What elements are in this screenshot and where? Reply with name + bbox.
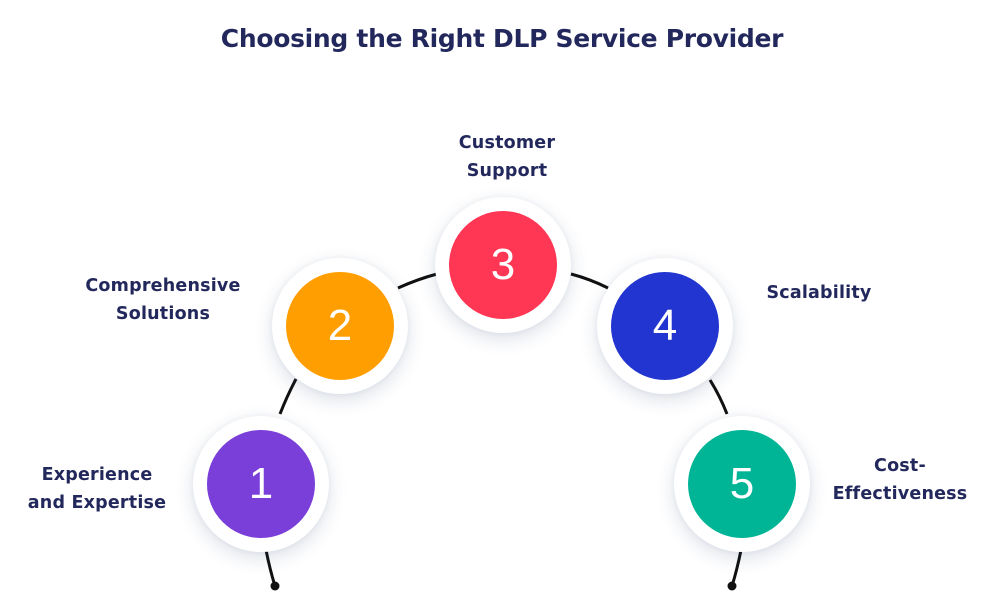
step-2-label: Comprehensive Solutions: [85, 276, 241, 324]
connector-4-5: [708, 379, 729, 415]
step-4-label: Scalability: [766, 283, 872, 303]
step-1-label: Experience and Expertise: [27, 465, 167, 513]
step-5-label: Cost- Effectiveness: [832, 456, 968, 504]
step-3-label: Customer Support: [458, 133, 556, 181]
step-4-circle: 4: [611, 272, 719, 380]
step-1-circle: 1: [207, 430, 315, 538]
step-1-number: 1: [248, 459, 274, 508]
step-3-node: 3: [435, 197, 571, 333]
step-2-circle: 2: [286, 272, 394, 380]
end-dot: [727, 581, 737, 591]
step-1-node: 1: [193, 416, 329, 552]
step-3-number: 3: [490, 240, 516, 289]
step-3-circle: 3: [449, 211, 557, 319]
start-dot: [270, 581, 280, 591]
connector-1-2: [278, 378, 298, 415]
step-5-circle: 5: [688, 430, 796, 538]
connector-3-4: [570, 272, 609, 290]
page-title: Choosing the Right DLP Service Provider: [220, 24, 784, 53]
step-5-number: 5: [729, 459, 755, 508]
step-2-number: 2: [327, 301, 353, 350]
step-4-number: 4: [652, 301, 678, 350]
connector-end: [730, 549, 743, 587]
connector-start: [264, 549, 277, 587]
step-2-node: 2: [272, 258, 408, 394]
connector-2-3: [397, 272, 438, 290]
step-4-node: 4: [597, 258, 733, 394]
step-5-node: 5: [674, 416, 810, 552]
